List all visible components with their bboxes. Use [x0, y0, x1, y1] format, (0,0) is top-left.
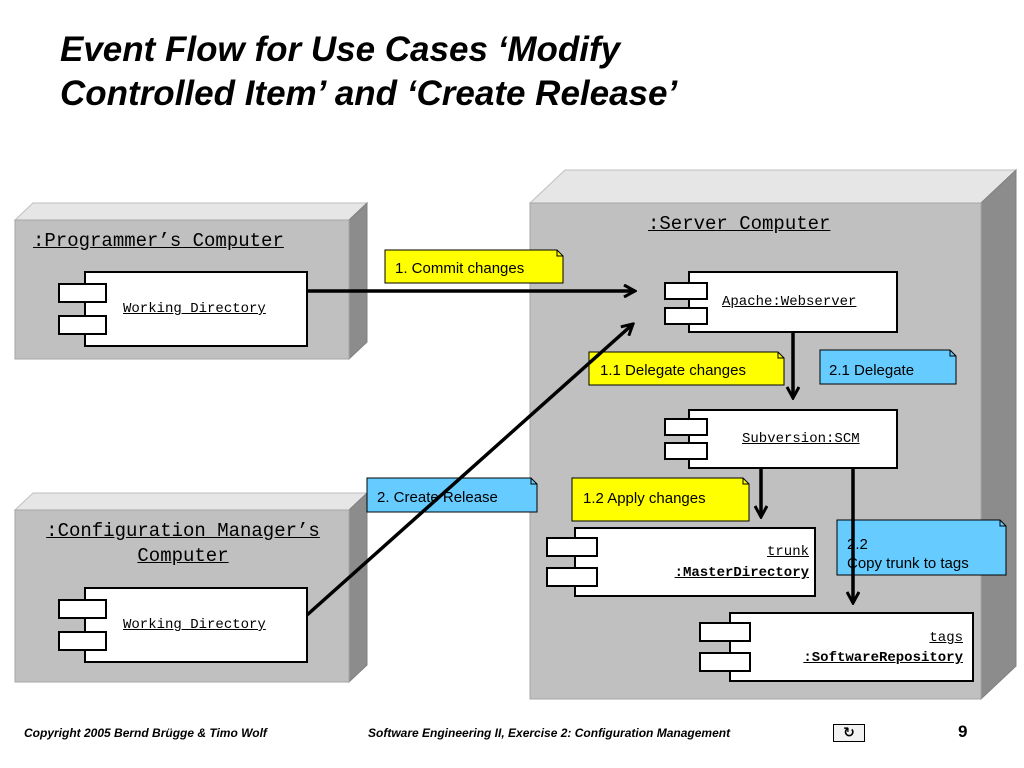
title-line-1: Event Flow for Use Cases ‘Modify: [60, 30, 621, 69]
config-working-directory-label: Working Directory: [123, 617, 266, 633]
note-commit-text: 1. Commit changes: [395, 260, 525, 277]
slide-title: Event Flow for Use Cases ‘Modify Control…: [60, 28, 960, 116]
programmer-working-directory-component: [58, 271, 308, 347]
note-copy-trunk: [836, 519, 1007, 576]
note-commit-changes: [384, 249, 564, 284]
tags-type-label: :SoftwareRepository: [803, 650, 963, 666]
programmer-working-directory-label: Working Directory: [123, 301, 266, 317]
return-arrow-icon: ↻: [843, 725, 855, 741]
config-manager-node-title: :Configuration Manager’s Computer: [20, 520, 346, 567]
tags-name-label: tags: [929, 630, 963, 646]
subversion-label: Subversion:SCM: [742, 431, 860, 447]
footer-copyright: Copyright 2005 Bernd Brügge & Timo Wolf: [24, 726, 267, 740]
subversion-component: [664, 409, 898, 469]
note-apply-changes: [571, 477, 750, 522]
note-delegate: [819, 349, 957, 385]
note-delegate-text: 2.1 Delegate: [829, 362, 915, 379]
note-copy-trunk-text: 2.2 Copy trunk to tags: [847, 535, 969, 573]
apache-component: [664, 271, 898, 333]
apache-label: Apache:Webserver: [722, 294, 857, 310]
title-line-2: Controlled Item’ and ‘Create Release’: [60, 74, 678, 113]
trunk-name-label: trunk: [766, 544, 809, 560]
tags-component: [699, 612, 974, 682]
note-copy-trunk-line-2: Copy trunk to tags: [847, 555, 969, 572]
return-nav-button[interactable]: ↻: [833, 724, 865, 742]
server-node-title: :Server Computer: [648, 213, 831, 235]
config-manager-title-line-2: Computer: [137, 545, 229, 567]
note-copy-trunk-line-1: 2.2: [847, 536, 868, 553]
note-delegate-changes: [588, 351, 785, 386]
trunk-type-label: :MasterDirectory: [674, 565, 809, 581]
arrow-create-release: [305, 324, 633, 617]
note-delegate-changes-text: 1.1 Delegate changes: [600, 362, 746, 379]
config-manager-title-line-1: :Configuration Manager’s: [46, 520, 320, 542]
programmer-node-title: :Programmer’s Computer: [33, 230, 284, 252]
page-number: 9: [958, 722, 968, 741]
note-apply-changes-text: 1.2 Apply changes: [583, 490, 706, 507]
note-create-release: [366, 477, 538, 513]
footer-course: Software Engineering II, Exercise 2: Con…: [368, 726, 731, 740]
config-working-directory-component: [58, 587, 308, 663]
trunk-component: [546, 527, 816, 597]
note-create-release-text: 2. Create Release: [377, 489, 498, 506]
